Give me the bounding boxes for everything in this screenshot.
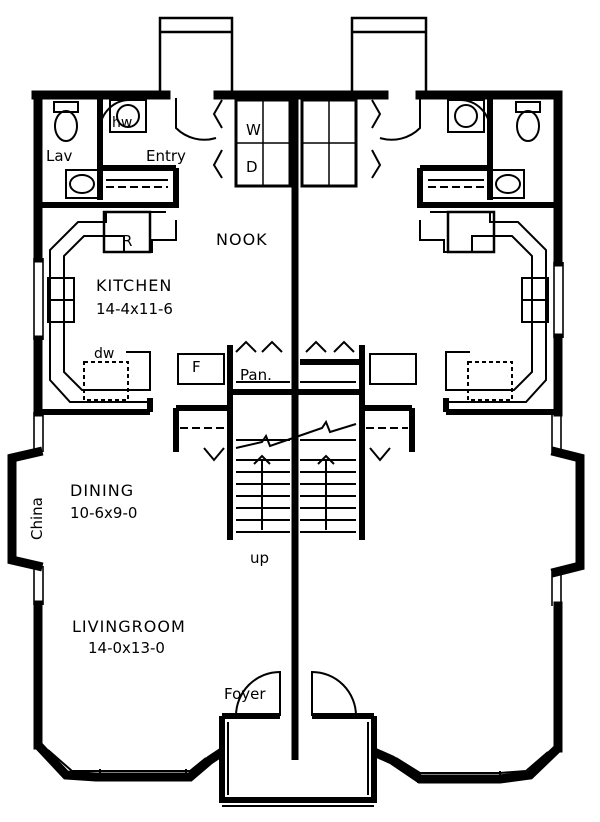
refrigerator-label: R [122, 232, 132, 250]
toilets [53, 101, 541, 142]
livingroom-label: LIVINGROOM [72, 617, 186, 636]
dryer-label: D [246, 158, 258, 176]
entry-label: Entry [146, 147, 186, 165]
windows [33, 258, 564, 606]
livingroom-dimensions: 14-0x13-0 [88, 639, 165, 657]
dining-dimensions: 10-6x9-0 [70, 504, 137, 522]
nook-label: NOOK [216, 230, 268, 249]
lav-sinks [65, 169, 525, 199]
laundry-closets [212, 98, 382, 188]
pantry-label: Pan. [240, 366, 272, 384]
kitchen-dimensions: 14-4x11-6 [96, 300, 173, 318]
washer-label: W [246, 121, 261, 139]
thin-walls [106, 179, 484, 429]
front-porch [219, 713, 377, 807]
foyer-label: Foyer [224, 685, 266, 703]
exterior-walls [7, 90, 585, 753]
kitchen-counters [47, 210, 549, 403]
front-bays [34, 741, 562, 784]
rear-porches [158, 16, 428, 92]
water-heaters [109, 99, 485, 133]
lav-label: Lav [46, 147, 73, 165]
interior-walls [38, 95, 558, 540]
dining-label: DINING [70, 481, 134, 500]
stairs [203, 419, 391, 533]
pantry-doors [235, 340, 356, 383]
kitchen-label: KITCHEN [96, 276, 172, 295]
china-label: China [28, 497, 46, 540]
dishwasher-label: dw [94, 346, 114, 362]
stairs-up-label: up [250, 549, 269, 567]
hw-label: hw [112, 115, 132, 131]
freezer-label: F [192, 358, 201, 376]
